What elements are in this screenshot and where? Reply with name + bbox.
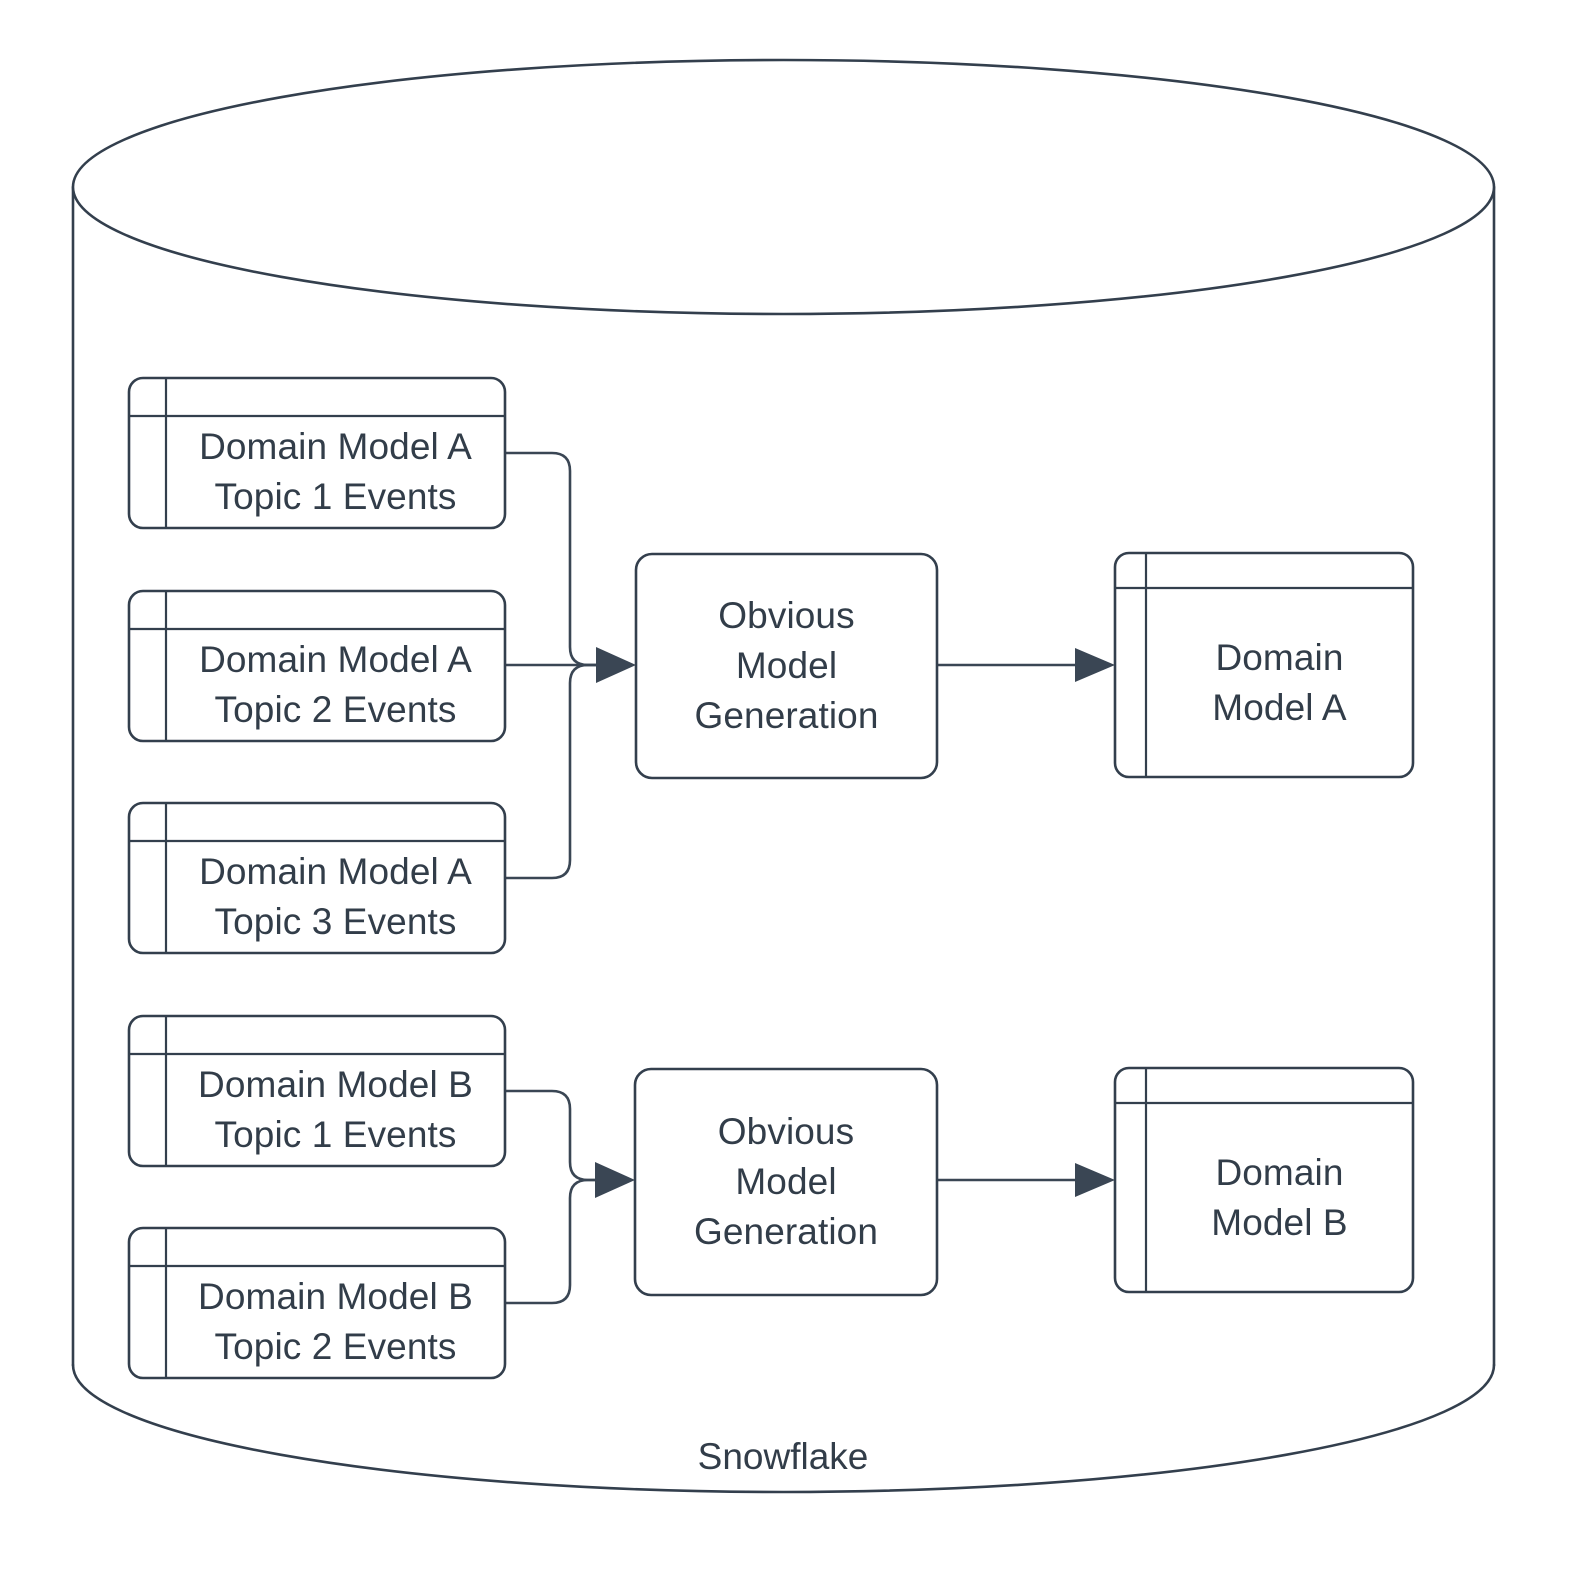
table-shape-a-topic-1[interactable] [127,376,507,530]
connector-b-topic-1 [505,1089,595,1182]
arrowhead-into-output-b [1075,1163,1115,1197]
process-box-a[interactable] [634,552,939,780]
table-shape-a-topic-3[interactable] [127,801,507,955]
table-shape-output-a[interactable] [1113,551,1415,779]
cylinder-bottom-curve [71,1363,1496,1494]
connector-a-topic-3 [505,663,596,880]
cylinder-top-ellipse [71,58,1496,316]
connectors-group-b [505,1089,1115,1305]
table-shape-b-topic-2[interactable] [127,1226,507,1380]
cylinder-caption: Snowflake [697,1436,869,1477]
snowflake-cylinder [71,58,1496,1494]
connector-a-topic-1 [505,451,596,667]
arrowhead-into-output-a [1075,648,1115,682]
arrowhead-into-process-b [595,1162,635,1198]
connectors-group-a [505,451,1115,880]
table-shape-b-topic-1[interactable] [127,1014,507,1168]
process-box-b[interactable] [633,1067,939,1297]
table-shape-a-topic-2[interactable] [127,589,507,743]
table-shape-output-b[interactable] [1113,1066,1415,1294]
arrowhead-into-process-a [596,647,636,683]
connector-b-topic-2 [505,1178,595,1305]
